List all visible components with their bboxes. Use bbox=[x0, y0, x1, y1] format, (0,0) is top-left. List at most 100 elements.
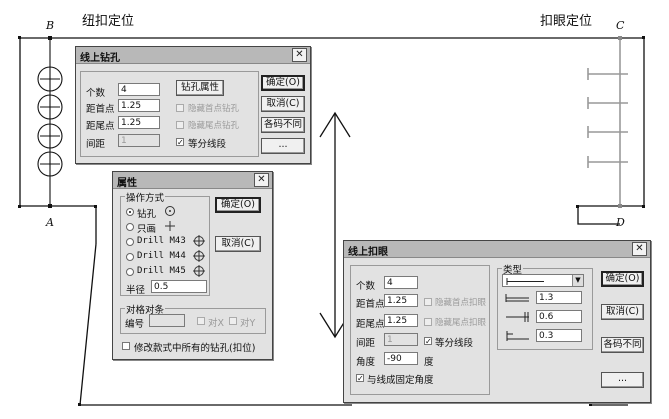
width-icon bbox=[506, 312, 529, 322]
point-label-d: D bbox=[616, 216, 625, 229]
buttonhole-position-line bbox=[587, 38, 628, 206]
from-start-input[interactable]: 1.25 bbox=[118, 99, 160, 112]
hide-last-checkbox[interactable] bbox=[424, 318, 432, 326]
type-group-title: 类型 bbox=[502, 262, 524, 276]
hide-first-label: 隐藏首点扣眼 bbox=[435, 298, 487, 308]
modify-all-label: 修改款式中所有的钻孔(扣位) bbox=[134, 343, 256, 354]
size-differ-button[interactable]: 各码不同 bbox=[601, 337, 644, 353]
code-label: 编号 bbox=[125, 319, 145, 330]
attributes-dialog: 属性 ✕ 操作方式 钻孔 只画 Drill M43 Drill M44 Dril… bbox=[112, 171, 273, 360]
align-x-label: 对X bbox=[208, 318, 225, 329]
radius-label: 半径 bbox=[126, 285, 146, 296]
type-group bbox=[497, 268, 593, 350]
dimension-2-input[interactable]: 0.6 bbox=[536, 310, 582, 323]
equal-segments-checkbox[interactable]: ✓ bbox=[176, 138, 184, 147]
from-start-label: 距首点 bbox=[86, 104, 115, 115]
buttonhole-shape-icon bbox=[506, 278, 544, 285]
option-m43-label: Drill M43 bbox=[137, 236, 186, 246]
align-y-label: 对Y bbox=[240, 318, 256, 329]
cancel-button[interactable]: 取消(C) bbox=[215, 236, 261, 252]
from-end-label: 距尾点 bbox=[86, 121, 115, 132]
dialog-title: 线上钻孔 bbox=[80, 53, 120, 64]
code-input[interactable] bbox=[149, 314, 185, 327]
equal-segments-label: 等分线段 bbox=[188, 139, 227, 150]
ok-button[interactable]: 确定(O) bbox=[261, 75, 305, 91]
fixed-angle-checkbox[interactable]: ✓ bbox=[356, 374, 364, 383]
hide-last-label: 隐藏尾点扣眼 bbox=[435, 318, 487, 328]
align-group bbox=[120, 308, 266, 334]
count-label: 个数 bbox=[86, 88, 106, 99]
hide-last-label: 隐藏尾点钻孔 bbox=[188, 121, 240, 131]
cancel-button[interactable]: 取消(C) bbox=[261, 96, 305, 112]
params-group bbox=[80, 71, 259, 157]
line-buttonhole-dialog: 线上扣眼 ✕ 个数 4 距首点 1.25 隐藏首点扣眼 距尾点 1.25 隐藏尾… bbox=[343, 240, 651, 403]
cancel-button[interactable]: 取消(C) bbox=[601, 304, 644, 320]
angle-input[interactable]: -90 bbox=[384, 352, 418, 365]
angle-unit: 度 bbox=[424, 357, 434, 368]
crosshair-icon bbox=[193, 235, 205, 247]
option-m44-label: Drill M44 bbox=[137, 251, 186, 261]
chevron-down-icon[interactable]: ▼ bbox=[572, 275, 583, 286]
spacing-input[interactable]: 1 bbox=[118, 134, 160, 147]
drill-hole bbox=[37, 94, 63, 120]
radio-m45[interactable] bbox=[126, 268, 134, 276]
point-label-a: A bbox=[46, 216, 54, 229]
caption-button-position: 纽扣定位 bbox=[82, 14, 135, 29]
hide-first-checkbox[interactable] bbox=[424, 298, 432, 306]
align-group-title: 对格对条 bbox=[125, 302, 166, 316]
dimension-1-input[interactable]: 1.3 bbox=[536, 291, 582, 304]
button-position-line bbox=[37, 38, 63, 206]
dialog-title: 属性 bbox=[117, 178, 137, 189]
count-input[interactable]: 4 bbox=[384, 276, 418, 289]
option-draw-only-label: 只画 bbox=[137, 224, 157, 235]
titlebar: 线上钻孔 ✕ bbox=[76, 47, 310, 64]
close-button[interactable]: ✕ bbox=[292, 48, 307, 62]
point-label-b: B bbox=[46, 19, 55, 32]
line-drill-dialog: 线上钻孔 ✕ 个数 4 距首点 1.25 距尾点 1.25 间距 1 钻孔属性 … bbox=[75, 46, 311, 164]
from-start-input[interactable]: 1.25 bbox=[384, 294, 418, 307]
dimension-3-input[interactable]: 0.3 bbox=[536, 329, 582, 342]
equal-segments-label: 等分线段 bbox=[435, 338, 474, 349]
length-icon bbox=[505, 294, 529, 302]
radio-drill[interactable] bbox=[126, 208, 134, 216]
spacing-label: 间距 bbox=[356, 338, 376, 349]
drill-hole bbox=[37, 66, 63, 92]
size-differ-button[interactable]: 各码不同 bbox=[261, 117, 305, 133]
count-input[interactable]: 4 bbox=[118, 83, 160, 96]
spacing-input[interactable]: 1 bbox=[384, 333, 418, 346]
radio-draw-only[interactable] bbox=[126, 223, 134, 231]
dialog-title: 线上扣眼 bbox=[348, 247, 388, 258]
more-button[interactable]: ... bbox=[261, 138, 305, 154]
caption-buttonhole-position: 扣眼定位 bbox=[540, 14, 593, 29]
modify-all-checkbox[interactable] bbox=[122, 342, 130, 350]
drill-hole bbox=[37, 151, 63, 177]
bar-tack-icon bbox=[506, 331, 529, 341]
drill-attributes-button[interactable]: 钻孔属性 bbox=[176, 80, 224, 96]
from-end-input[interactable]: 1.25 bbox=[384, 314, 418, 327]
close-button[interactable]: ✕ bbox=[632, 242, 647, 256]
from-start-label: 距首点 bbox=[356, 299, 385, 310]
fixed-angle-label: 与线成固定角度 bbox=[367, 375, 434, 386]
crosshair-icon bbox=[193, 265, 205, 277]
more-button[interactable]: ... bbox=[601, 372, 644, 388]
count-label: 个数 bbox=[356, 281, 376, 292]
angle-label: 角度 bbox=[356, 357, 376, 368]
align-x-checkbox[interactable] bbox=[197, 317, 205, 325]
radius-input[interactable]: 0.5 bbox=[151, 280, 207, 293]
mode-group-title: 操作方式 bbox=[125, 190, 166, 204]
equal-segments-checkbox[interactable]: ✓ bbox=[424, 337, 432, 346]
radio-m43[interactable] bbox=[126, 238, 134, 246]
buttonhole-type-select[interactable]: ▼ bbox=[502, 274, 584, 287]
hide-first-checkbox[interactable] bbox=[176, 104, 184, 112]
from-end-label: 距尾点 bbox=[356, 319, 385, 330]
titlebar: 线上扣眼 ✕ bbox=[344, 241, 650, 258]
ok-button[interactable]: 确定(O) bbox=[601, 271, 644, 287]
from-end-input[interactable]: 1.25 bbox=[118, 116, 160, 129]
ok-button[interactable]: 确定(O) bbox=[215, 197, 261, 213]
radio-m44[interactable] bbox=[126, 253, 134, 261]
close-button[interactable]: ✕ bbox=[254, 173, 269, 187]
hide-last-checkbox[interactable] bbox=[176, 121, 184, 129]
align-y-checkbox[interactable] bbox=[229, 317, 237, 325]
option-drill-label: 钻孔 bbox=[137, 209, 157, 220]
point-label-c: C bbox=[616, 19, 625, 32]
